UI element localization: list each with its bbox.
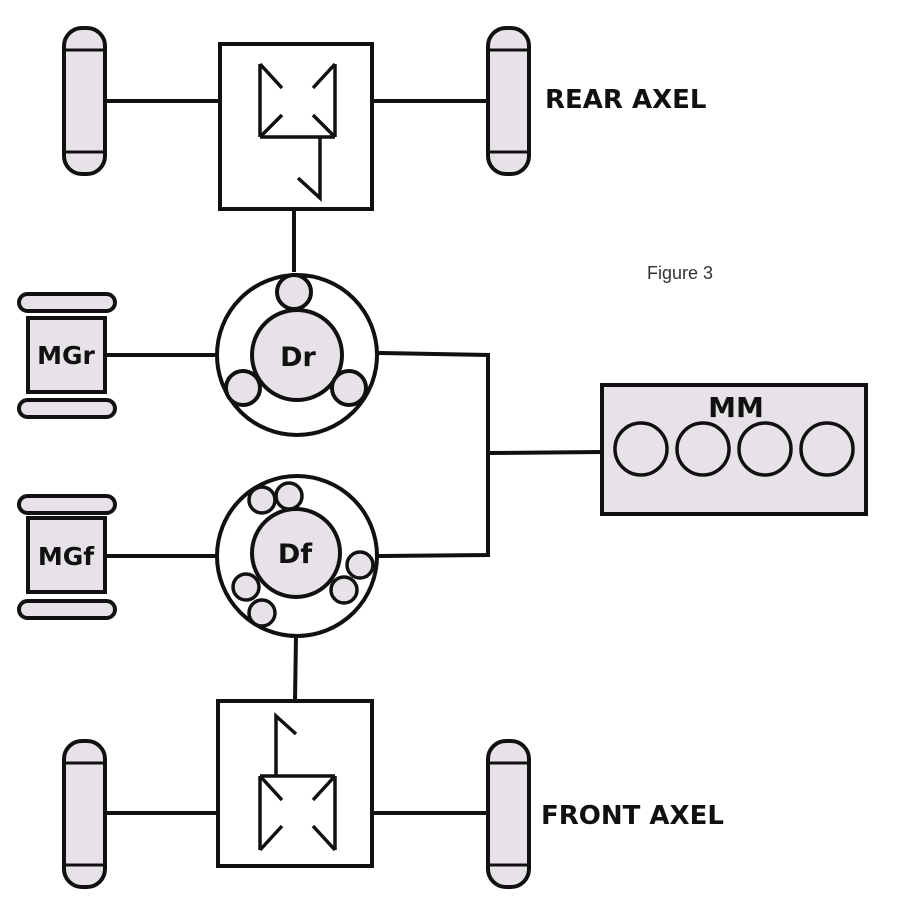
rear-gearbox-symbol (258, 62, 337, 202)
df-planet-gear-2 (274, 481, 304, 511)
dr-planet-gear-left (224, 369, 262, 407)
front-right-wheel (486, 739, 531, 889)
mm-label: MM (708, 391, 764, 424)
front-axle-assembly: FRONT AXEL (62, 635, 724, 889)
rear-gearbox (218, 42, 374, 211)
df-planet-gear-6 (247, 598, 277, 628)
mm-cylinder-4 (799, 421, 855, 477)
mgr-bottom-cap (17, 398, 117, 419)
front-differential: Df (215, 474, 379, 638)
dr-planet-gear-top (275, 273, 313, 311)
df-planet-gear-5 (231, 572, 261, 602)
dr-planet-gear-right (330, 369, 368, 407)
front-gearbox-symbol (258, 712, 337, 852)
front-propshaft (293, 635, 298, 702)
main-motor-linkage (377, 351, 603, 558)
mgf-label: MGf (38, 542, 95, 571)
front-motor-generator: MGf (17, 494, 117, 620)
mgr-top-cap (17, 292, 117, 313)
front-left-wheel (62, 739, 107, 889)
main-motor: MM (600, 383, 868, 516)
rear-left-wheel (62, 26, 107, 176)
rear-motor-generator: MGr (17, 292, 117, 419)
bus-to-mm-shaft (487, 450, 603, 455)
figure-caption: Figure 3 (647, 263, 713, 283)
front-axle-label: FRONT AXEL (541, 801, 724, 831)
df-planet-gear-1 (247, 485, 277, 515)
rear-axle-label: REAR AXEL (545, 85, 706, 115)
mgf-top-cap (17, 494, 117, 515)
df-label: Df (278, 539, 312, 570)
dr-label: Dr (280, 342, 316, 373)
mgf-body (26, 516, 107, 594)
rear-right-wheel (486, 26, 531, 176)
front-gearbox (216, 699, 374, 868)
df-planet-gear-4 (329, 575, 359, 605)
mgr-label: MGr (37, 341, 95, 370)
mm-cylinder-3 (737, 421, 793, 477)
df-sun-gear (250, 507, 342, 599)
rear-differential: Dr (215, 273, 379, 437)
mm-cylinder-1 (613, 421, 669, 477)
rear-axle-assembly: REAR AXEL (62, 26, 706, 272)
dr-to-bus-shaft (377, 351, 490, 558)
df-planet-gear-3 (345, 550, 375, 580)
mm-cylinder-2 (675, 421, 731, 477)
mgf-bottom-cap (17, 599, 117, 620)
